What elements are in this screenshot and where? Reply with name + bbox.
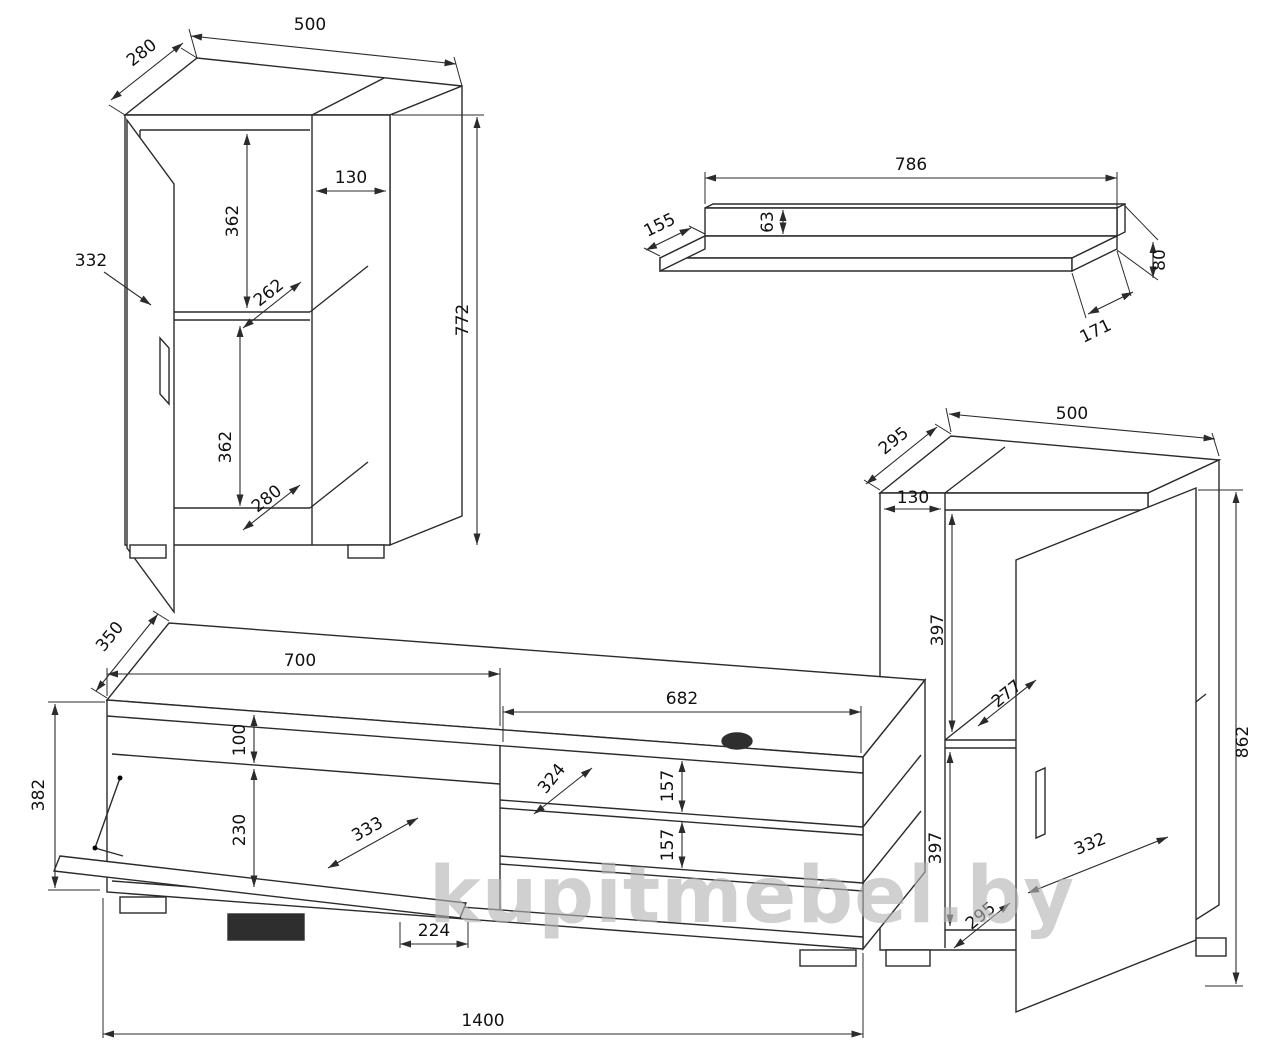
dim-label: 362 [216, 431, 236, 463]
dim-label: 772 [453, 304, 473, 336]
watermark: kupitmebel.by [429, 851, 1075, 941]
dim-wall-shelf-length: 786 [704, 155, 1118, 232]
cabinet-right-foot [885, 949, 931, 967]
dim-wall-shelf-end-height: 80 [1116, 205, 1170, 281]
dim-label: 350 [92, 618, 128, 656]
dim-cabinet-right-width: 500 [945, 404, 1220, 457]
tv-stand: 350 700 682 100 230 382 [29, 610, 927, 1038]
dim-label: 682 [666, 689, 698, 709]
dim-label: 157 [658, 829, 678, 861]
dim-label: 500 [294, 15, 326, 35]
cabinet-right-foot [1195, 937, 1227, 957]
wall-shelf-board-front [659, 257, 1073, 272]
cabinet-left-side-face [389, 84, 463, 547]
cabinet-left-open-door [126, 117, 175, 615]
dim-tv-stand-lower-shelf: 157 [658, 822, 686, 868]
dim-tv-stand-right-section: 682 [502, 689, 862, 753]
dim-label: 1400 [461, 1011, 504, 1031]
wall-shelf-board-top [659, 235, 1118, 259]
dim-cabinet-left-width: 500 [188, 15, 463, 87]
dim-cabinet-left-inner-top-width: 130 [316, 168, 386, 195]
tv-stand-foot [119, 896, 167, 914]
dim-cabinet-right-lower-section: 397 [926, 752, 954, 926]
dim-label: 224 [418, 921, 450, 941]
dim-label: 397 [926, 832, 946, 864]
dim-cabinet-right-upper-section: 397 [928, 514, 956, 732]
dim-label: 397 [928, 614, 948, 646]
dim-label: 130 [897, 488, 929, 508]
dim-tv-stand-left-height: 382 [29, 701, 105, 891]
dim-cabinet-left-height: 772 [392, 114, 484, 545]
tv-stand-flap-stay [92, 775, 124, 857]
dim-cabinet-left-lower-section: 362 [216, 326, 244, 506]
dim-cabinet-right-inner-top-width: 130 [884, 488, 941, 513]
cabinet-right-door-handle [1035, 766, 1046, 840]
cabinet-left-foot [347, 544, 385, 559]
dim-label: 230 [230, 814, 250, 846]
dim-tv-stand-flap-opening: 230 [230, 769, 258, 887]
wall-shelf: 786 155 63 80 171 [641, 155, 1170, 348]
dim-cabinet-left-upper-section: 362 [223, 134, 251, 308]
dim-label: 382 [29, 779, 49, 811]
dim-label: 500 [1056, 404, 1088, 424]
cabinet-left-door-handle [159, 336, 170, 406]
tv-stand-foot [227, 913, 305, 941]
cabinet-left-carcass [122, 57, 463, 547]
wall-shelf-rail-end [1116, 202, 1126, 238]
cabinet-left-front-face [124, 114, 391, 546]
dim-label: 80 [1150, 249, 1170, 271]
dim-cabinet-left-door-width: 332 [75, 251, 152, 306]
dim-label: 171 [1077, 315, 1115, 347]
dim-label: 100 [230, 724, 250, 756]
dim-wall-shelf-rail-height: 63 [758, 210, 787, 234]
dim-tv-stand-total-width: 1400 [102, 898, 864, 1038]
dim-tv-stand-upper-shelf: 157 [658, 761, 686, 812]
dim-tv-stand-foot-offset: 224 [399, 921, 469, 948]
dim-label: 700 [284, 651, 316, 671]
dim-cabinet-right-height: 862 [1198, 489, 1253, 987]
dim-label: 295 [875, 423, 913, 459]
tv-stand-foot [799, 949, 857, 967]
cabinet-right: 295 500 130 397 277 397 295 [863, 404, 1253, 1014]
cabinet-left-foot [129, 544, 167, 559]
dim-label: 157 [658, 770, 678, 802]
cable-hole [721, 732, 753, 750]
dim-tv-stand-niche-height: 100 [230, 715, 258, 763]
dim-label: 130 [335, 168, 367, 188]
dim-label: 862 [1233, 726, 1253, 758]
wall-shelf-board-end [1071, 234, 1118, 273]
cabinet-left: 500 280 332 130 362 262 362 [75, 15, 484, 615]
wall-shelf-body [659, 202, 1126, 273]
dim-label: 786 [895, 155, 927, 175]
dim-label: 63 [758, 211, 778, 233]
dim-label: 332 [75, 251, 107, 271]
dim-tv-stand-left-section: 700 [106, 651, 501, 726]
dim-label: 362 [223, 205, 243, 237]
